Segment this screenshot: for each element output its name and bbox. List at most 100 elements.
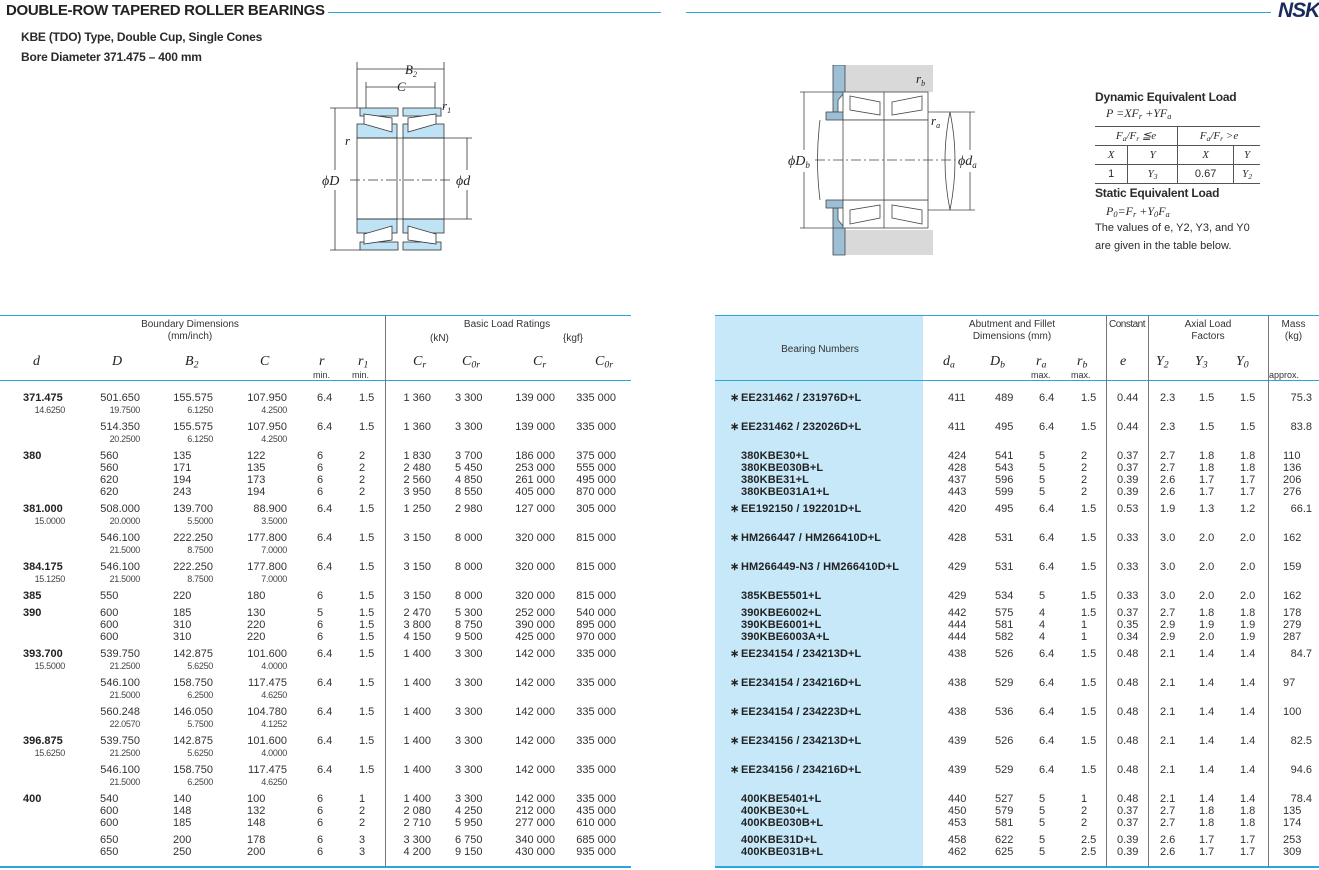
bore-diameter: 390 xyxy=(23,607,42,619)
cell-Cr-kN: 1 400 xyxy=(403,793,431,805)
cell-D: 600 xyxy=(100,619,119,631)
cell-Db: 531 xyxy=(995,532,1014,544)
cell-rb: 2 xyxy=(1081,474,1088,486)
cell-Cr-kgf: 142 000 xyxy=(515,735,555,747)
cell-mass: 174 xyxy=(1283,817,1302,829)
cell-Y0: 1.7 xyxy=(1240,846,1256,858)
cell-Y3: 1.7 xyxy=(1199,846,1215,858)
cell-r: 6.4 xyxy=(317,421,333,433)
static-load-title: Static Equivalent Load xyxy=(1095,186,1220,200)
cell-C0r-kgf: 815 000 xyxy=(576,590,616,602)
cell-r1: 2 xyxy=(359,450,366,462)
cell-C: 107.950 xyxy=(247,421,287,433)
cell-Y3: 1.4 xyxy=(1199,677,1215,689)
abutment-units: Dimensions (mm) xyxy=(972,331,1052,342)
cell-Y0: 1.4 xyxy=(1240,793,1256,805)
cell-ra: 6.4 xyxy=(1039,561,1055,573)
cell-Db: 543 xyxy=(995,462,1014,474)
cell-Cr-kgf: 320 000 xyxy=(515,561,555,573)
cell-Cr-kN: 3 950 xyxy=(403,486,431,498)
cell-C0r-kgf: 435 000 xyxy=(576,805,616,817)
cell-inch: 4.0000 xyxy=(261,748,287,758)
cell-ra: 5 xyxy=(1039,590,1046,602)
cell-mass: 279 xyxy=(1283,619,1302,631)
cell-B2: 158.750 xyxy=(173,677,213,689)
cell-r1: 1.5 xyxy=(359,392,375,404)
cell-inch: 5.6250 xyxy=(187,748,213,758)
cell-mass: 287 xyxy=(1283,631,1302,643)
cell-mass: 276 xyxy=(1283,486,1302,498)
y-header: Y xyxy=(1127,145,1178,165)
cell-Db: 495 xyxy=(995,421,1014,433)
label-r: r xyxy=(345,133,351,148)
cell-Y2: 2.6 xyxy=(1160,474,1176,486)
cell-da: 462 xyxy=(948,846,967,858)
max-label: max. xyxy=(1031,370,1051,380)
cell-D: 620 xyxy=(100,474,119,486)
cell-Cr-kN: 1 360 xyxy=(403,392,431,404)
cell-rb: 2 xyxy=(1081,462,1088,474)
col-B2: B2 xyxy=(185,354,199,371)
cell-Cr-kgf: 142 000 xyxy=(515,793,555,805)
cell-e: 0.44 xyxy=(1117,392,1139,404)
cell-C0r-kN: 8 000 xyxy=(455,590,483,602)
cell-D: 539.750 xyxy=(100,735,140,747)
cell-B2: 171 xyxy=(173,462,192,474)
cell-C0r-kN: 3 300 xyxy=(455,392,483,404)
cell-rb: 1.5 xyxy=(1081,532,1097,544)
cell-r: 6 xyxy=(317,590,324,602)
cell-C0r-kN: 6 750 xyxy=(455,834,483,846)
cell-Cr-kgf: 127 000 xyxy=(515,503,555,515)
bore-diameter: 384.175 xyxy=(23,561,63,573)
cell-B2: 155.575 xyxy=(173,421,213,433)
cell-r1: 1.5 xyxy=(359,677,375,689)
mass-units: (kg) xyxy=(1284,331,1303,342)
cell-inch: 7.0000 xyxy=(261,545,287,555)
cell-B2: 140 xyxy=(173,793,192,805)
mounting-dimensions-diagram: rb ra ϕDb ϕda xyxy=(788,65,977,256)
label-B2: B2 xyxy=(405,62,417,79)
cell-ra: 5 xyxy=(1039,793,1046,805)
cell-Cr-kN: 2 560 xyxy=(403,474,431,486)
cell-D: 546.100 xyxy=(100,532,140,544)
cell-inch: 22.0570 xyxy=(109,719,141,729)
cell-inch: 5.5000 xyxy=(187,516,213,526)
cell-Y2: 2.1 xyxy=(1160,706,1176,718)
cell-r: 6 xyxy=(317,834,324,846)
cell-rb: 1.5 xyxy=(1081,648,1097,660)
load-note-line1: The values of e, Y2, Y3, and Y0 xyxy=(1095,222,1250,234)
bore-diameter: 396.875 xyxy=(23,735,63,747)
bearing-number: 400KBE030B+L xyxy=(741,817,824,829)
cell-Cr-kN: 2 480 xyxy=(403,462,431,474)
cell-Db: 582 xyxy=(995,631,1014,643)
title-rule xyxy=(328,12,661,13)
cell-e: 0.39 xyxy=(1117,474,1139,486)
cell-C: 132 xyxy=(247,805,266,817)
cell-inch: 6.1250 xyxy=(187,405,213,415)
label-da: ϕda xyxy=(958,154,977,170)
cell-r1: 1.5 xyxy=(359,590,375,602)
x-value: 1 xyxy=(1095,164,1129,184)
cell-rb: 2 xyxy=(1081,805,1088,817)
cell-Cr-kgf: 139 000 xyxy=(515,392,555,404)
cell-Y0: 1.4 xyxy=(1240,706,1256,718)
cell-Y3: 1.4 xyxy=(1199,735,1215,747)
cell-mass: 162 xyxy=(1283,590,1302,602)
cell-C: 107.950 xyxy=(247,392,287,404)
cell-Y0: 1.9 xyxy=(1240,631,1256,643)
cell-Y3: 1.8 xyxy=(1199,817,1215,829)
cell-inch: 19.7500 xyxy=(109,405,141,415)
col-e: e xyxy=(1120,354,1127,369)
